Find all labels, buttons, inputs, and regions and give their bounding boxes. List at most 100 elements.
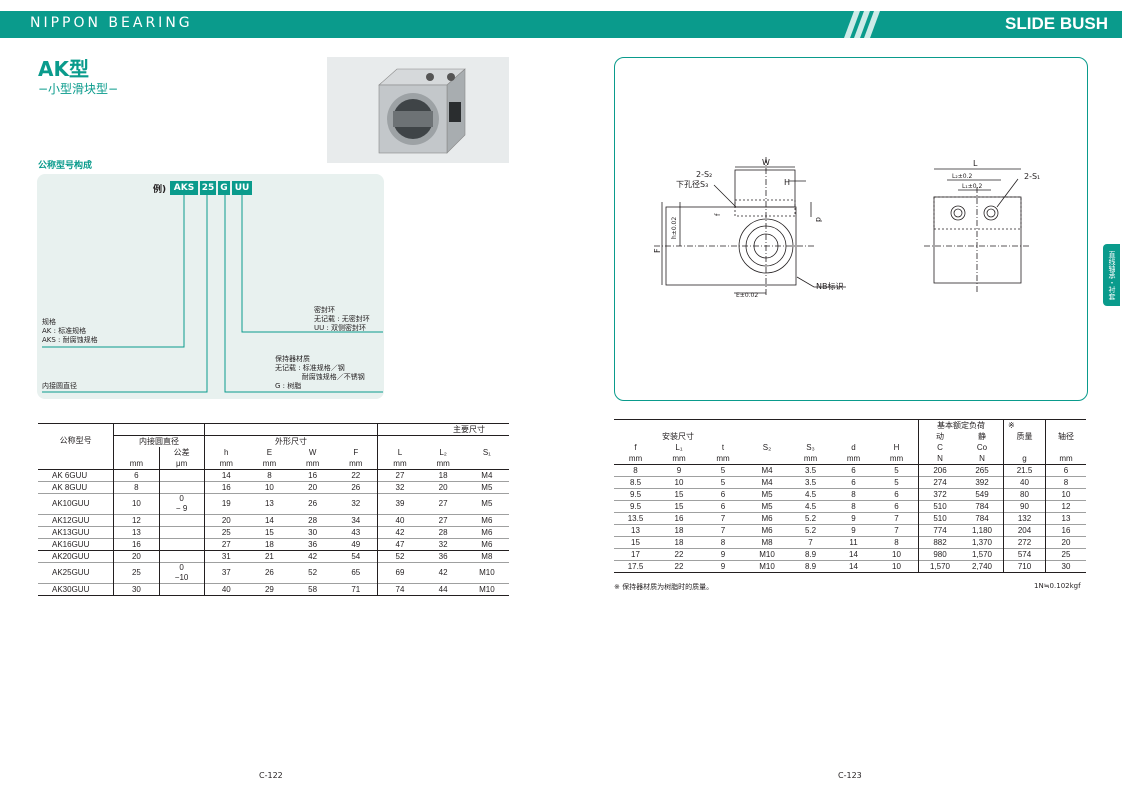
- table-cell: 34: [334, 514, 379, 527]
- table-cell: 16: [674, 513, 684, 523]
- table-note: ※ 保持器材质为树脂时的质量。: [614, 583, 714, 591]
- unit: mm: [262, 458, 277, 468]
- table-cell: 5: [875, 476, 919, 489]
- table-cell: 5: [720, 477, 726, 487]
- table-cell: 22: [674, 561, 684, 571]
- table-cell: 9: [720, 549, 726, 559]
- table-cell: 204: [1003, 524, 1046, 537]
- table-cell: 5: [720, 465, 726, 475]
- col-W: W: [308, 447, 317, 457]
- table-cell: 372: [933, 489, 947, 499]
- table-cell: 71: [334, 583, 379, 596]
- page-title: AK型: [38, 57, 89, 81]
- tolerance-lower: −10: [174, 573, 189, 582]
- table-cell: 14: [849, 561, 858, 571]
- table-cell: 22: [334, 469, 379, 482]
- table-cell: 14: [221, 470, 231, 480]
- col-S3: S₃: [806, 442, 815, 452]
- table-cell: 6: [1063, 465, 1069, 475]
- unit: μm: [158, 458, 205, 470]
- unit: mm: [846, 453, 861, 463]
- col-L: L: [397, 447, 403, 457]
- table-cell: 980: [933, 549, 947, 559]
- col-outer: 外形尺寸: [204, 435, 379, 447]
- table-cell: 27: [395, 470, 405, 480]
- table-cell: 27: [221, 539, 231, 549]
- table-cell: M10: [479, 584, 495, 594]
- table-cell: M6: [761, 525, 773, 535]
- table-cell: 784: [961, 512, 1004, 525]
- table-cell: 8: [633, 465, 638, 475]
- table-cell: M4: [761, 465, 773, 475]
- col-static: 静: [961, 431, 1004, 442]
- table-cell: M10: [759, 549, 775, 559]
- code-part-bore: 25: [200, 181, 216, 195]
- table-cell: 206: [933, 465, 947, 475]
- table-cell: 21: [264, 551, 274, 561]
- table-cell: 8: [720, 537, 726, 547]
- table-cell: 49: [334, 538, 379, 551]
- table-cell: 4.5: [804, 489, 817, 499]
- table-cell: AK12GUU: [38, 514, 115, 527]
- table-cell: 30: [308, 527, 318, 537]
- unit: mm: [1059, 453, 1073, 463]
- table-cell: M5: [481, 482, 493, 492]
- table-cell: 574: [1003, 548, 1046, 561]
- table-cell: 7: [720, 513, 726, 523]
- table-cell: 16: [308, 470, 318, 480]
- table-cell: 32: [438, 539, 448, 549]
- table-cell: 8: [1063, 477, 1069, 487]
- table-cell: AK 6GUU: [38, 469, 115, 482]
- col-t: t: [721, 442, 725, 452]
- product-photo: [327, 57, 509, 163]
- table-cell: 8: [851, 501, 856, 511]
- table-cell: 6: [851, 477, 856, 487]
- table-cell: 18: [674, 525, 684, 535]
- table-cell: 7: [808, 537, 813, 547]
- table-cell: 12: [1061, 501, 1071, 511]
- unit-conversion: 1N≒0.102kgf: [1034, 582, 1081, 590]
- unit: mm: [672, 453, 686, 463]
- table-cell: 32: [334, 493, 379, 515]
- table-cell: 20: [1061, 537, 1071, 547]
- table-cell: 274: [933, 477, 947, 487]
- col-mount: 安装尺寸: [614, 431, 919, 442]
- table-cell: 5.2: [804, 525, 817, 535]
- label-L: L: [973, 159, 978, 168]
- label-F: F: [653, 248, 662, 253]
- table-cell: 7: [875, 524, 919, 537]
- table-cell: 882: [933, 537, 947, 547]
- table-cell: 3.5: [804, 477, 817, 487]
- table-cell: 392: [961, 476, 1004, 489]
- table-cell: 6: [720, 489, 726, 499]
- unit: mm: [129, 458, 144, 468]
- table-cell: 8: [851, 489, 856, 499]
- table-cell: 26: [264, 568, 274, 577]
- table-cell: M10: [759, 561, 775, 571]
- dimensions-table: 公称型号 主要尺寸 内接圆直径 外形尺寸 公差 h E W F L L₂ S₁ …: [38, 423, 509, 596]
- label-f: f: [714, 213, 722, 216]
- table-cell: 1,570: [929, 561, 951, 571]
- annotation-bore: 内接圆直径: [42, 382, 77, 390]
- col-f: f: [634, 442, 637, 452]
- table-cell: 28: [308, 515, 318, 525]
- col-L1: L₁: [675, 442, 683, 452]
- table-cell: 5: [875, 464, 919, 477]
- table-cell: 10: [131, 499, 141, 508]
- table-cell: 13: [264, 499, 274, 508]
- annotation-spec: 规格 AK : 标准规格 AKS : 耐腐蚀规格: [42, 318, 98, 344]
- table-cell: AK25GUU: [38, 562, 115, 584]
- unit: mm: [393, 458, 407, 468]
- table-cell: 9: [851, 513, 856, 523]
- col-shaft: 轴径: [1058, 431, 1074, 441]
- table-cell: 1,370: [961, 536, 1004, 549]
- label-s1: 2-S₁: [1024, 172, 1040, 181]
- table-cell: 272: [1003, 536, 1046, 549]
- table-cell: M6: [481, 527, 493, 537]
- table-cell: 4.5: [804, 501, 817, 511]
- col-E: E: [266, 447, 273, 457]
